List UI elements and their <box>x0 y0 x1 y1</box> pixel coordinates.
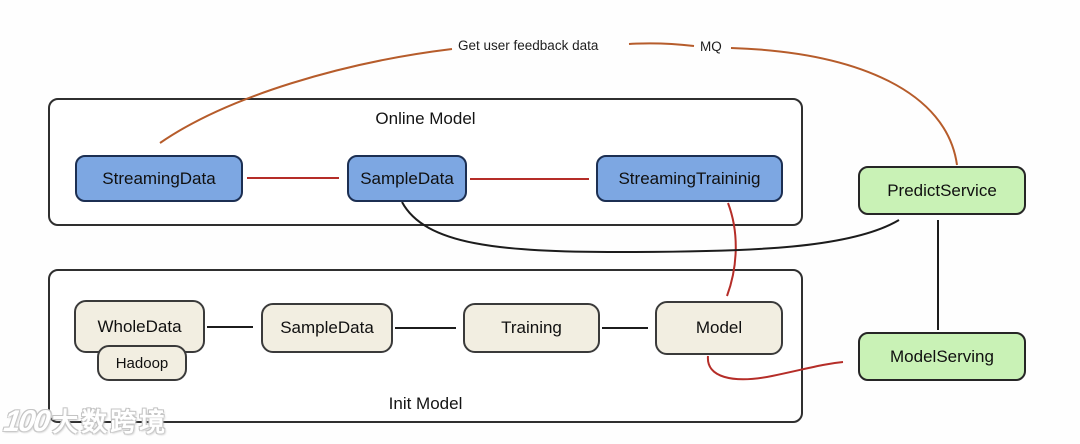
watermark: 100 大数跨境 <box>1 402 169 439</box>
node-model-label: Model <box>695 318 743 337</box>
node-whole-data-label: WholeData <box>97 316 182 336</box>
node-sample-data-online-label: SampleData <box>360 168 454 188</box>
node-model-serving-label: ModelServing <box>890 346 994 366</box>
node-streaming-training-label: StreamingTraininig <box>618 168 761 188</box>
edge-sampledata-predictservice <box>401 201 900 254</box>
edge-model-modelserving <box>706 355 844 381</box>
node-predict-service-label: PredictService <box>887 180 997 200</box>
node-predict-service: PredictService <box>858 166 1026 215</box>
node-model-serving: ModelServing <box>858 332 1026 381</box>
edge-predictservice-to-mq <box>730 47 958 166</box>
node-whole-data: WholeData <box>74 300 205 353</box>
init-model-title: Init Model <box>388 394 463 413</box>
node-training: Training <box>463 303 600 353</box>
watermark-logo: 100 <box>1 405 51 438</box>
feedback-annotation: Get user feedback data <box>455 38 602 53</box>
node-model: Model <box>655 301 783 355</box>
node-sample-data-online: SampleData <box>347 155 467 202</box>
node-streaming-data-label: StreamingData <box>102 168 216 188</box>
node-hadoop: Hadoop <box>97 345 187 381</box>
watermark-text: 大数跨境 <box>52 407 169 437</box>
node-streaming-data: StreamingData <box>75 155 243 202</box>
edge-mq-to-feedback-label <box>628 42 695 47</box>
node-sample-data-init-label: SampleData <box>280 318 374 337</box>
online-model-title: Online Model <box>375 109 476 128</box>
edge-feedback-to-streamingdata <box>159 48 453 144</box>
node-training-label: Training <box>501 318 562 337</box>
mq-annotation: MQ <box>697 39 725 54</box>
node-streaming-training: StreamingTraininig <box>596 155 783 202</box>
node-sample-data-init: SampleData <box>261 303 393 353</box>
node-hadoop-label: Hadoop <box>115 354 169 372</box>
